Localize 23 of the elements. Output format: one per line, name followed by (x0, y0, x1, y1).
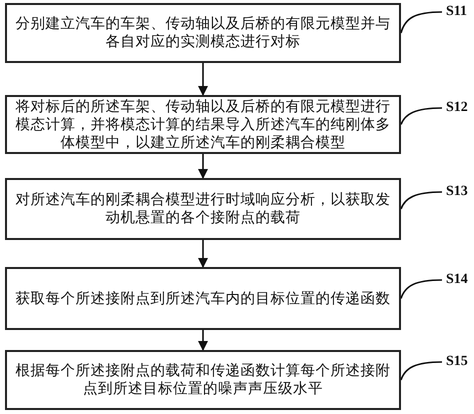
step-label: S15 (446, 354, 468, 370)
process-box (5, 3, 401, 63)
step-label: S11 (446, 4, 468, 20)
step-label: S14 (446, 272, 468, 288)
step-text: 根据每个所述接附点的载荷和传递函数计算每个所述接附点到所述目标位置的噪声声压级水平 (14, 362, 392, 398)
step-text: 对所述汽车的刚柔耦合模型进行时域响应分析，以获取发动机悬置的各个接附点的载荷 (14, 191, 392, 227)
leader-line (400, 191, 442, 210)
leader-line (400, 11, 442, 34)
step-label: S13 (446, 184, 468, 200)
arrow (198, 240, 208, 268)
step-text: 将对标后的所述车架、传动轴以及后桥的有限元模型进行模态计算，并将模态计算的结果导入所述汽车的纯刚体多体模型中，以建立所述汽车的刚柔耦合模型 (14, 98, 392, 152)
step-text: 分别建立汽车的车架、传动轴以及后桥的有限元模型并与各自对应的实测模态进行对标 (14, 15, 392, 51)
process-box (5, 178, 401, 240)
process-box (5, 350, 401, 410)
arrow (198, 63, 208, 96)
leader-line (400, 107, 442, 125)
step-text: 获取每个所述接附点到所述汽车内的目标位置的传递函数 (16, 290, 390, 308)
step-label: S12 (446, 100, 468, 116)
arrow (198, 154, 208, 179)
leader-line (400, 361, 442, 380)
process-box (5, 267, 401, 330)
arrow (198, 330, 208, 351)
leader-line (400, 279, 442, 299)
